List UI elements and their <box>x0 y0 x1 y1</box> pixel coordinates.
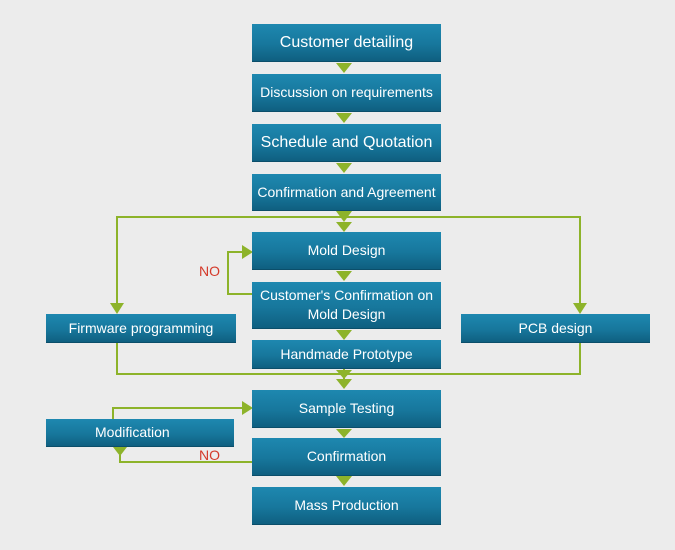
arrow-into-firmware <box>110 303 124 314</box>
step-discussion-label: Discussion on requirements <box>260 84 433 100</box>
step-pcb-label: PCB design <box>518 319 593 336</box>
step-mold-design-label: Mold Design <box>307 242 386 258</box>
step-confirmation: Confirmation <box>252 438 441 476</box>
arrow-down-1 <box>336 63 352 73</box>
step-modification-label: Modification <box>95 424 170 440</box>
step-discussion-on-requirements: Discussion on requirements <box>252 74 441 112</box>
branch-line-firmware <box>116 216 344 305</box>
arrow-down-4 <box>336 211 352 222</box>
step-mass-production-label: Mass Production <box>294 497 399 513</box>
step-customer-detailing-label: Customer detailing <box>279 34 414 51</box>
arrow-into-mold-design <box>242 245 253 259</box>
step-modification: Modification <box>46 419 234 447</box>
arrow-down-3 <box>336 163 352 173</box>
arrow-down-7 <box>336 330 352 340</box>
arrow-into-sample-testing <box>242 401 253 415</box>
arrow-into-pcb <box>573 303 587 314</box>
step-firmware-programming: Firmware programming <box>46 314 236 343</box>
step-schedule-label: Schedule and Quotation <box>260 134 433 151</box>
arrow-down-5 <box>336 222 352 232</box>
step-sample-testing: Sample Testing <box>252 390 441 428</box>
no-loop-confirmation <box>119 455 252 463</box>
step-mass-production: Mass Production <box>252 487 441 525</box>
arrow-down-2 <box>336 113 352 123</box>
step-sample-testing-label: Sample Testing <box>298 400 395 416</box>
no-label-mold-design: NO <box>199 263 220 279</box>
step-schedule-and-quotation: Schedule and Quotation <box>252 124 441 162</box>
step-customer-confirmation-line1: Customer's Confirmation on <box>259 287 434 303</box>
arrow-down-10 <box>336 429 352 438</box>
step-pcb-design: PCB design <box>461 314 650 343</box>
merge-line-pcb <box>344 343 581 375</box>
no-label-confirmation: NO <box>199 447 220 463</box>
modification-up-line <box>112 407 244 419</box>
step-firmware-label: Firmware programming <box>68 319 214 336</box>
arrow-down-8 <box>336 370 352 379</box>
arrow-down-11 <box>336 476 352 486</box>
step-customer-detailing: Customer detailing <box>252 24 441 62</box>
step-confirmation-agreement-label: Confirmation and Agreement <box>257 183 436 200</box>
step-confirmation-and-agreement: Confirmation and Agreement <box>252 174 441 211</box>
arrow-down-6 <box>336 271 352 281</box>
step-mold-design: Mold Design <box>252 232 441 270</box>
arrow-down-9 <box>336 379 352 389</box>
step-customer-confirmation-line2: Mold Design <box>307 306 386 322</box>
no-loop-mold <box>227 251 252 295</box>
step-handmade-prototype-label: Handmade Prototype <box>280 345 413 362</box>
step-handmade-prototype: Handmade Prototype <box>252 340 441 369</box>
step-confirmation-label: Confirmation <box>306 448 387 464</box>
step-customer-confirmation-mold-design: Customer's Confirmation on Mold Design <box>252 282 441 329</box>
arrow-into-modification <box>113 447 127 456</box>
merge-line-firmware <box>116 343 344 375</box>
branch-line-pcb <box>344 216 581 305</box>
